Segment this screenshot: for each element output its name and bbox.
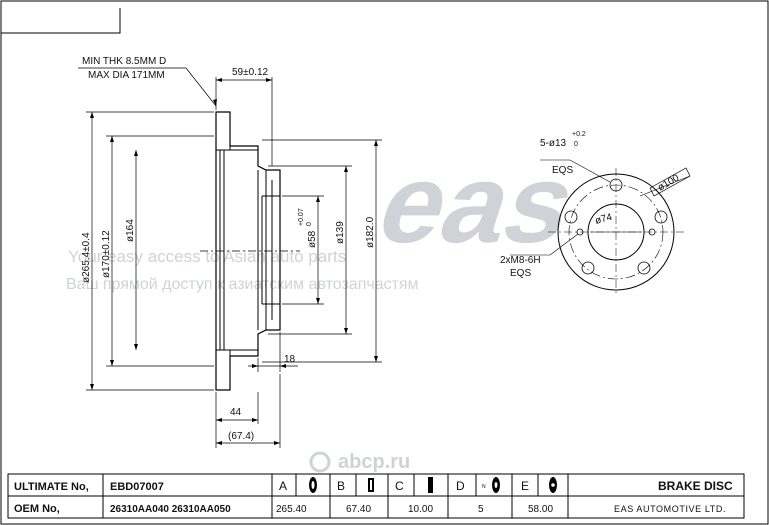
max-dia-note: MAX DIA 171MM xyxy=(88,70,165,81)
dim-d164: ø164 xyxy=(125,219,136,242)
bolt-holes-icon: N xyxy=(482,477,500,493)
col-d-letter: D xyxy=(456,479,465,493)
company-name: EAS AUTOMOTIVE LTD. xyxy=(614,504,726,514)
dim-t18: 18 xyxy=(284,354,296,365)
bolt-hole-4 xyxy=(581,261,595,275)
thickness-icon xyxy=(428,477,433,493)
bolt-hole-3 xyxy=(637,261,651,275)
dimension-lines xyxy=(78,67,382,448)
eqs-top-label: EQS xyxy=(552,165,573,176)
outer-diameter-icon xyxy=(309,477,317,493)
dim-w44: 44 xyxy=(230,407,242,418)
bolt-holes-tol-lo: 0 xyxy=(574,141,578,148)
dim-d182: ø182.0 xyxy=(365,216,376,248)
bolt-hole-2 xyxy=(654,210,668,224)
min-thk-note: MIN THK 8.5MM D xyxy=(82,56,166,67)
dim-d170: ø170±0.12 xyxy=(101,230,112,278)
col-d-value: 5 xyxy=(478,504,484,515)
d74-label: ø74 xyxy=(594,212,614,227)
svg-text:N: N xyxy=(482,484,486,490)
watermark-slogan-ru: Ваш прямой доступ к азиатским автозапчас… xyxy=(66,276,419,293)
col-a-value: 265.40 xyxy=(276,504,307,515)
eqs-bottom-label: EQS xyxy=(510,268,531,279)
threads-label: 2xM8-6H xyxy=(500,255,541,266)
col-a-letter: A xyxy=(279,479,287,493)
height-icon xyxy=(368,478,374,492)
dim-offset: 59±0.12 xyxy=(232,67,269,78)
center-bore-icon xyxy=(549,477,557,493)
product-name: BRAKE DISC xyxy=(658,479,733,493)
dim-d58-tol-up: +0.07 xyxy=(298,208,305,226)
dim-d139: ø139 xyxy=(335,221,346,244)
watermark-slogan-en: Your easy access to Asian auto parts xyxy=(68,247,346,266)
bolt-holes-label: 5-ø13 xyxy=(540,138,567,149)
disc-section-view xyxy=(200,111,300,391)
disc-outline xyxy=(215,111,281,391)
dim-d265: ø265.4±0.4 xyxy=(81,232,92,283)
dim-d58: ø58 xyxy=(307,230,318,248)
watermark: eas Your easy access to Asian auto parts… xyxy=(66,142,591,473)
watermark-site: abcp.ru xyxy=(338,451,410,473)
notes-leader xyxy=(78,67,217,107)
watermark-site-logo-icon xyxy=(309,451,331,473)
col-c-value: 10.00 xyxy=(408,504,433,515)
col-c-letter: C xyxy=(395,479,404,493)
dim-d58-tol-lo: 0 xyxy=(306,222,313,226)
watermark-logo: eas xyxy=(364,142,591,267)
bolt-holes-tol-up: +0.2 xyxy=(572,131,586,138)
ultimate-value: EBD07007 xyxy=(110,481,164,493)
arrow-heads xyxy=(90,78,378,445)
dim-w67: (67.4) xyxy=(228,431,254,442)
bolt-hole-5 xyxy=(564,210,578,224)
oem-label: OEM No, xyxy=(14,503,60,515)
ultimate-label: ULTIMATE No, xyxy=(14,481,89,493)
bolt-pattern-view xyxy=(510,159,691,296)
title-tab xyxy=(1,8,121,34)
col-b-letter: B xyxy=(337,479,345,493)
col-b-value: 67.40 xyxy=(346,504,371,515)
oem-value: 26310AA040 26310AA050 xyxy=(110,504,231,515)
col-e-value: 58.00 xyxy=(528,504,553,515)
col-e-letter: E xyxy=(521,479,529,493)
